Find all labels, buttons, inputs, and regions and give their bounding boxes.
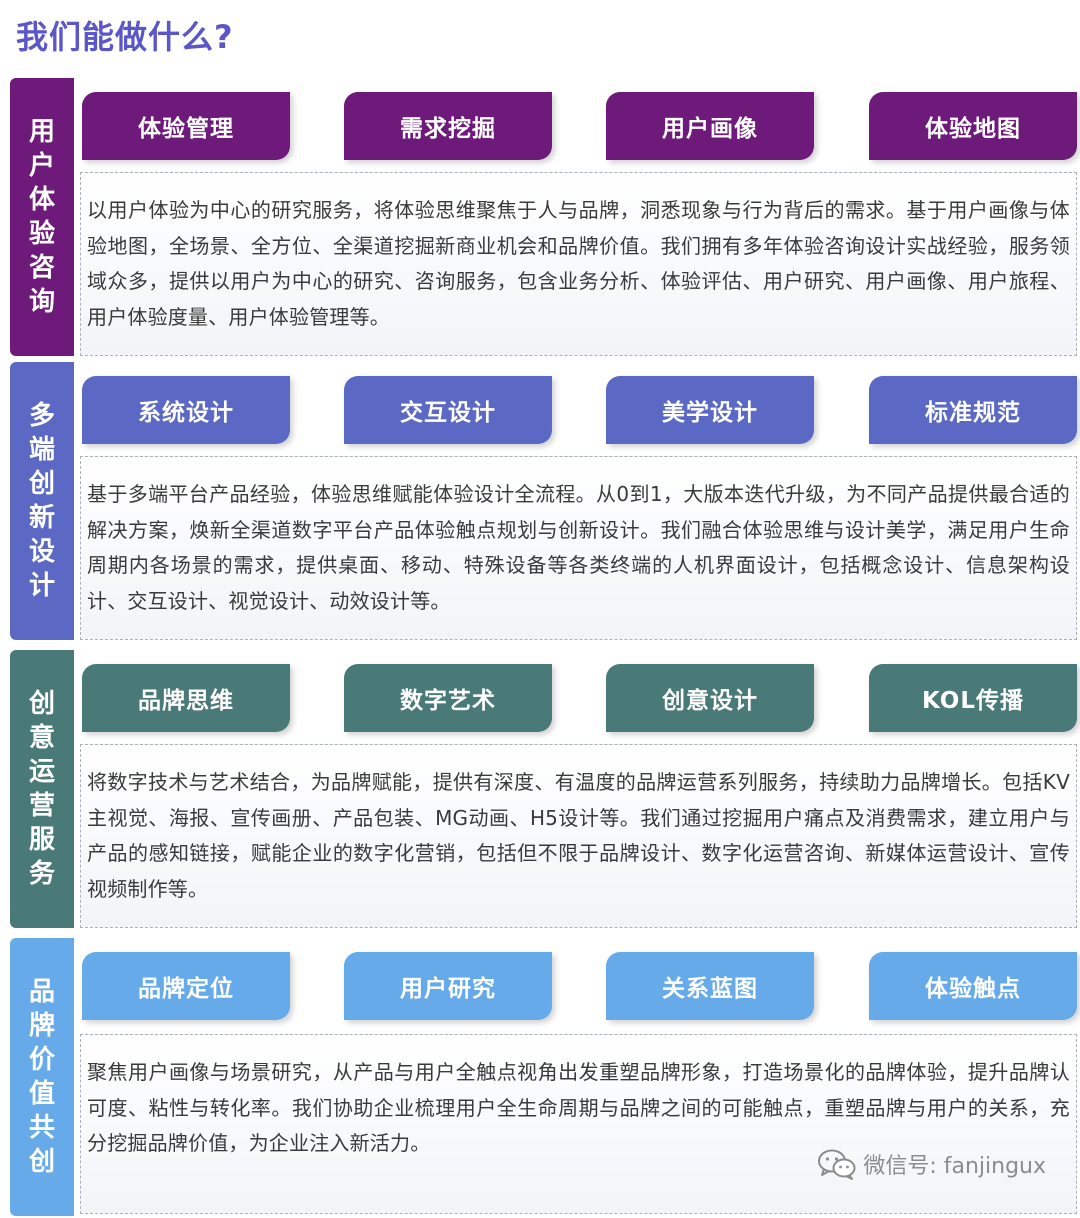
tag-row: 品牌思维 数字艺术 创意设计 KOL传播 [82, 664, 1078, 732]
section-ux-consulting: 用户体验咨询 体验管理 需求挖掘 用户画像 体验地图 以用户体验为中心的研究服务… [0, 78, 1080, 356]
tag-relationship-blueprint: 关系蓝图 [606, 952, 814, 1020]
section-description-box: 将数字技术与艺术结合，为品牌赋能，提供有深度、有温度的品牌运营系列服务，持续助力… [80, 744, 1077, 928]
section-description: 聚焦用户画像与场景研究，从产品与用户全触点视角出发重塑品牌形象，打造场景化的品牌… [87, 1060, 1070, 1155]
side-label-text: 创意运营服务 [28, 689, 55, 889]
tag-digital-art: 数字艺术 [344, 664, 552, 732]
side-label-text: 用户体验咨询 [28, 117, 55, 317]
section-description: 将数字技术与艺术结合，为品牌赋能，提供有深度、有温度的品牌运营系列服务，持续助力… [87, 770, 1070, 901]
page-title: 我们能做什么? [16, 18, 234, 56]
section-side-label: 创意运营服务 [10, 650, 74, 928]
section-description: 以用户体验为中心的研究服务，将体验思维聚焦于人与品牌，洞悉现象与行为背后的需求。… [87, 198, 1070, 329]
section-creative-operations: 创意运营服务 品牌思维 数字艺术 创意设计 KOL传播 将数字技术与艺术结合，为… [0, 650, 1080, 928]
tag-brand-positioning: 品牌定位 [82, 952, 290, 1020]
section-description-box: 以用户体验为中心的研究服务，将体验思维聚焦于人与品牌，洞悉现象与行为背后的需求。… [80, 172, 1077, 356]
tag-interaction-design: 交互设计 [344, 376, 552, 444]
tag-experience-map: 体验地图 [869, 92, 1077, 160]
side-label-text: 多端创新设计 [28, 401, 55, 601]
tag-row: 品牌定位 用户研究 关系蓝图 体验触点 [82, 952, 1078, 1020]
tag-demand-mining: 需求挖掘 [344, 92, 552, 160]
tag-experience-touchpoints: 体验触点 [869, 952, 1077, 1020]
tag-creative-design: 创意设计 [606, 664, 814, 732]
section-multi-device-design: 多端创新设计 系统设计 交互设计 美学设计 标准规范 基于多端平台产品经验，体验… [0, 362, 1080, 640]
tag-aesthetic-design: 美学设计 [606, 376, 814, 444]
section-description: 基于多端平台产品经验，体验思维赋能体验设计全流程。从0到1，大版本迭代升级，为不… [87, 482, 1070, 613]
tag-user-research: 用户研究 [344, 952, 552, 1020]
tag-system-design: 系统设计 [82, 376, 290, 444]
wechat-icon [818, 1149, 856, 1180]
section-side-label: 多端创新设计 [10, 362, 74, 640]
tag-user-persona: 用户画像 [606, 92, 814, 160]
section-description-box: 聚焦用户画像与场景研究，从产品与用户全触点视角出发重塑品牌形象，打造场景化的品牌… [80, 1034, 1077, 1214]
section-brand-co-creation: 品牌价值共创 品牌定位 用户研究 关系蓝图 体验触点 聚焦用户画像与场景研究，从… [0, 938, 1080, 1216]
watermark-text: 微信号: fanjingux [863, 1154, 1046, 1179]
side-label-text: 品牌价值共创 [28, 977, 55, 1177]
section-description-box: 基于多端平台产品经验，体验思维赋能体验设计全流程。从0到1，大版本迭代升级，为不… [80, 456, 1077, 640]
tag-brand-thinking: 品牌思维 [82, 664, 290, 732]
tag-standards: 标准规范 [869, 376, 1077, 444]
tag-experience-management: 体验管理 [82, 92, 290, 160]
section-side-label: 品牌价值共创 [10, 938, 74, 1216]
section-side-label: 用户体验咨询 [10, 78, 74, 356]
tag-row: 系统设计 交互设计 美学设计 标准规范 [82, 376, 1078, 444]
watermark: 微信号: fanjingux [817, 1148, 1046, 1180]
tag-kol-promotion: KOL传播 [869, 664, 1077, 732]
tag-row: 体验管理 需求挖掘 用户画像 体验地图 [82, 92, 1078, 160]
